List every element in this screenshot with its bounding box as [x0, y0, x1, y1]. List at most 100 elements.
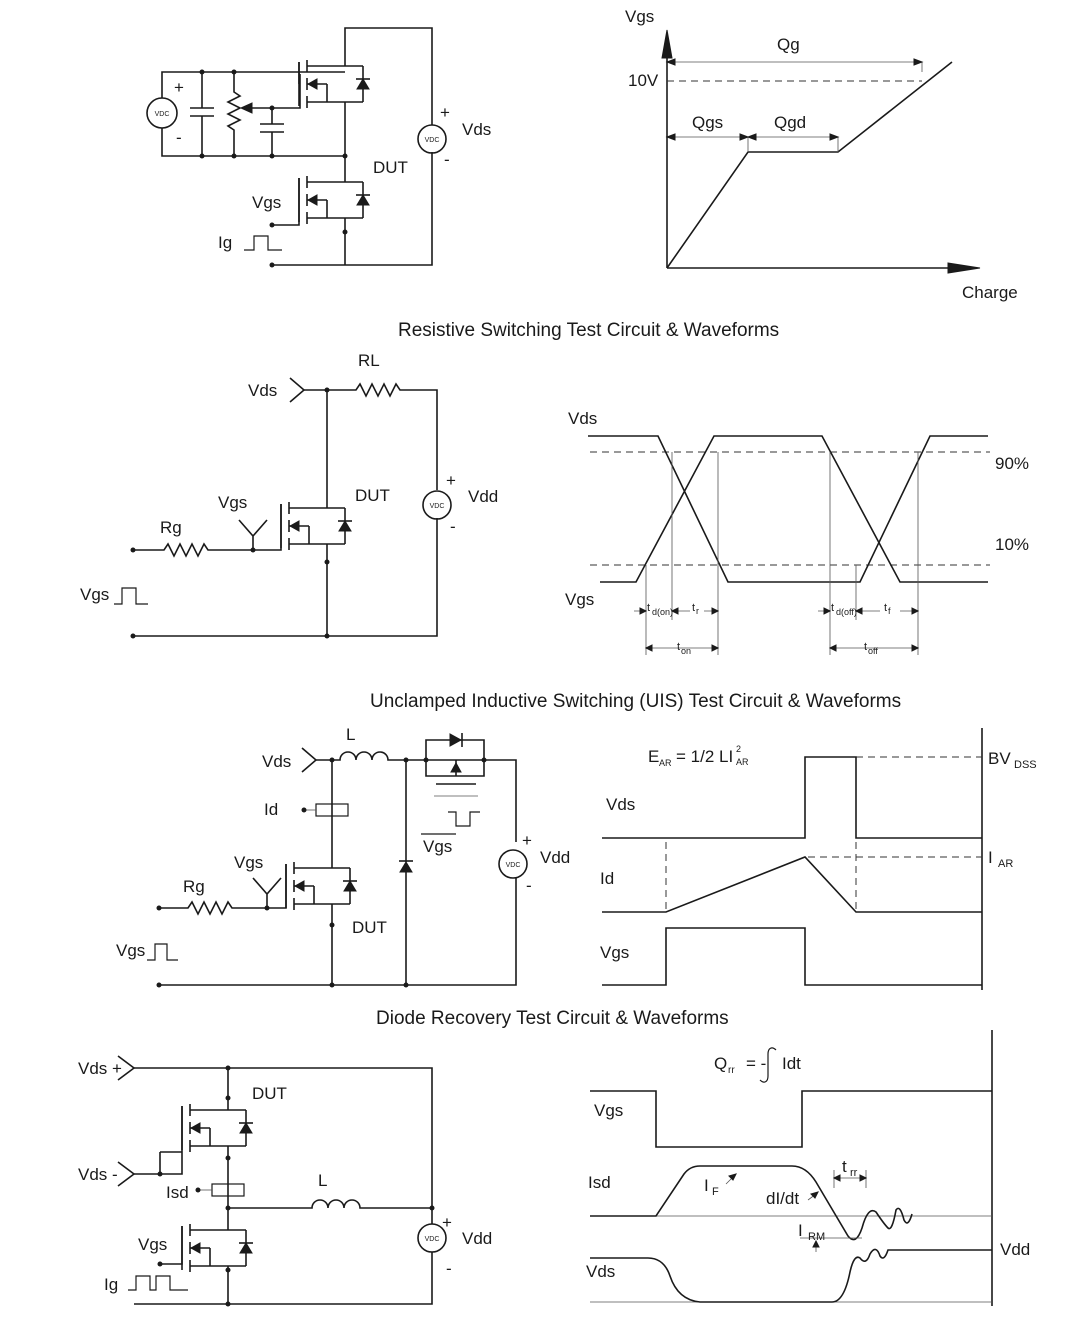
diode-title: Diode Recovery Test Circuit & Waveforms	[376, 1008, 729, 1029]
resistive-circuit: Vds RL Vgs DUT Rg VDC + - Vdd Vgs	[80, 351, 498, 639]
vds-label: Vds	[568, 409, 597, 428]
vgs-pulse-label: Vgs	[80, 585, 109, 604]
vgs-label: Vgs	[218, 493, 247, 512]
vdd-label: Vdd	[540, 848, 570, 867]
if-subscript: F	[712, 1186, 719, 1198]
minus-label: -	[444, 150, 450, 169]
vdd-source	[498, 849, 528, 879]
vds-label: Vds	[586, 1262, 615, 1281]
didt-label: dI/dt	[766, 1189, 799, 1208]
qrr-integrand: Idt	[782, 1054, 801, 1073]
rg-label: Rg	[183, 877, 205, 896]
td-off-label: t	[831, 602, 834, 614]
uis-circuit: Vds L Vgs Id Vgs DUT Rg VDC + - Vdd Vgs	[116, 725, 570, 988]
bvdss-label: BV	[988, 749, 1011, 768]
vds-waveform	[590, 1248, 992, 1303]
inductor	[316, 751, 517, 842]
plus-label: +	[522, 831, 532, 850]
irm-subscript: RM	[808, 1231, 825, 1243]
vgs-label: Vgs	[600, 943, 629, 962]
id-label: Id	[600, 869, 614, 888]
rg-resistor	[133, 542, 253, 558]
ear-equation: = 1/2 LI	[676, 747, 733, 766]
ninety-percent-label: 90%	[995, 454, 1029, 473]
trr-subscript: rr	[850, 1167, 858, 1179]
ten-percent-label: 10%	[995, 535, 1029, 554]
vdd-source	[422, 490, 452, 520]
vds-plus-label: Vds +	[78, 1059, 122, 1078]
id-label: Id	[264, 800, 278, 819]
ton-subscript: on	[681, 646, 691, 656]
qg-label: Qg	[777, 35, 800, 54]
rl-label: RL	[358, 351, 380, 370]
id-waveform	[602, 856, 982, 913]
rg-label: Rg	[160, 518, 182, 537]
vds-label: Vds	[262, 752, 291, 771]
ear-superscript: 2	[736, 744, 741, 754]
gate-charge-waveform: Vgs Charge 10V Qg Qgs Qgd	[625, 7, 1018, 302]
vgs-waveform	[590, 1090, 992, 1148]
gate-charge-curve	[666, 61, 953, 269]
vdc-label: VDC	[506, 862, 521, 869]
vds-minus-label: Vds -	[78, 1165, 118, 1184]
vgs-pulse	[114, 587, 148, 605]
tf-label: t	[884, 602, 887, 614]
rl-resistor	[304, 382, 438, 490]
if-label: I	[704, 1176, 709, 1195]
isd-label: Isd	[588, 1173, 611, 1192]
diode-waveform: Q rr = - Idt Vgs Isd Vds Vdd t rr I F dI…	[586, 1030, 1030, 1306]
dut-label: DUT	[352, 918, 387, 937]
inductor-label: L	[318, 1171, 327, 1190]
ig-label: Ig	[218, 233, 232, 252]
diode-circuit: Vds + Vds - DUT Isd L Vgs Ig VDC + - Vdd	[78, 1055, 492, 1307]
vgs-label: Vgs	[234, 853, 263, 872]
plus-label: +	[446, 471, 456, 490]
vdc-label: VDC	[155, 111, 170, 118]
minus-label: -	[176, 128, 182, 147]
isd-waveform	[590, 1165, 913, 1241]
iar-subscript: AR	[998, 858, 1013, 870]
ten-volt-label: 10V	[628, 71, 659, 90]
vdc-source-right	[417, 124, 447, 154]
resistive-waveform: Vds Vgs 90% 10% t d(on) t r t d(off) t f…	[565, 409, 1029, 656]
vds-label: Vds	[606, 795, 635, 814]
qrr-subscript: rr	[728, 1065, 735, 1076]
tf-subscript: f	[888, 606, 891, 616]
qrr-label: Q	[714, 1054, 727, 1073]
vds-label: Vds	[462, 120, 491, 139]
ear-subscript: AR	[659, 758, 672, 768]
trr-label: t	[842, 1157, 847, 1176]
ton-label: t	[677, 641, 680, 653]
dut-label: DUT	[355, 486, 390, 505]
toff-label: t	[864, 641, 867, 653]
resistive-title: Resistive Switching Test Circuit & Wavef…	[398, 320, 779, 341]
vdd-label: Vdd	[1000, 1240, 1030, 1259]
ig-label: Ig	[104, 1275, 118, 1294]
vds-waveform	[602, 756, 982, 839]
vgs-label: Vgs	[138, 1235, 167, 1254]
ear-current-subscript: AR	[736, 757, 749, 767]
vdc-label: VDC	[425, 137, 440, 144]
vdd-label: Vdd	[468, 487, 498, 506]
inductor	[228, 1199, 432, 1209]
td-on-subscript: d(on)	[652, 607, 673, 617]
toff-subscript: off	[868, 646, 878, 656]
vgs-label: Vgs	[565, 590, 594, 609]
iar-label: I	[988, 848, 993, 867]
tr-label: t	[692, 602, 695, 614]
vds-waveform	[588, 435, 988, 583]
inductor-label: L	[346, 725, 355, 744]
plus-label: +	[442, 1213, 452, 1232]
vdd-source	[417, 1223, 447, 1253]
ig-pulse	[244, 235, 282, 251]
vgs-pulse	[147, 943, 178, 961]
vdc-label: VDC	[430, 503, 445, 510]
vgs-bar-label: Vgs	[423, 837, 452, 856]
dut-label: DUT	[252, 1084, 287, 1103]
uis-title: Unclamped Inductive Switching (UIS) Test…	[370, 691, 901, 712]
tr-subscript: r	[696, 606, 699, 616]
charge-axis-label: Charge	[962, 283, 1018, 302]
plus-label: +	[440, 103, 450, 122]
gate-charge-circuit: VDC + - VDC + - Vds DUT Vgs Ig	[146, 27, 491, 268]
minus-label: -	[446, 1259, 452, 1278]
